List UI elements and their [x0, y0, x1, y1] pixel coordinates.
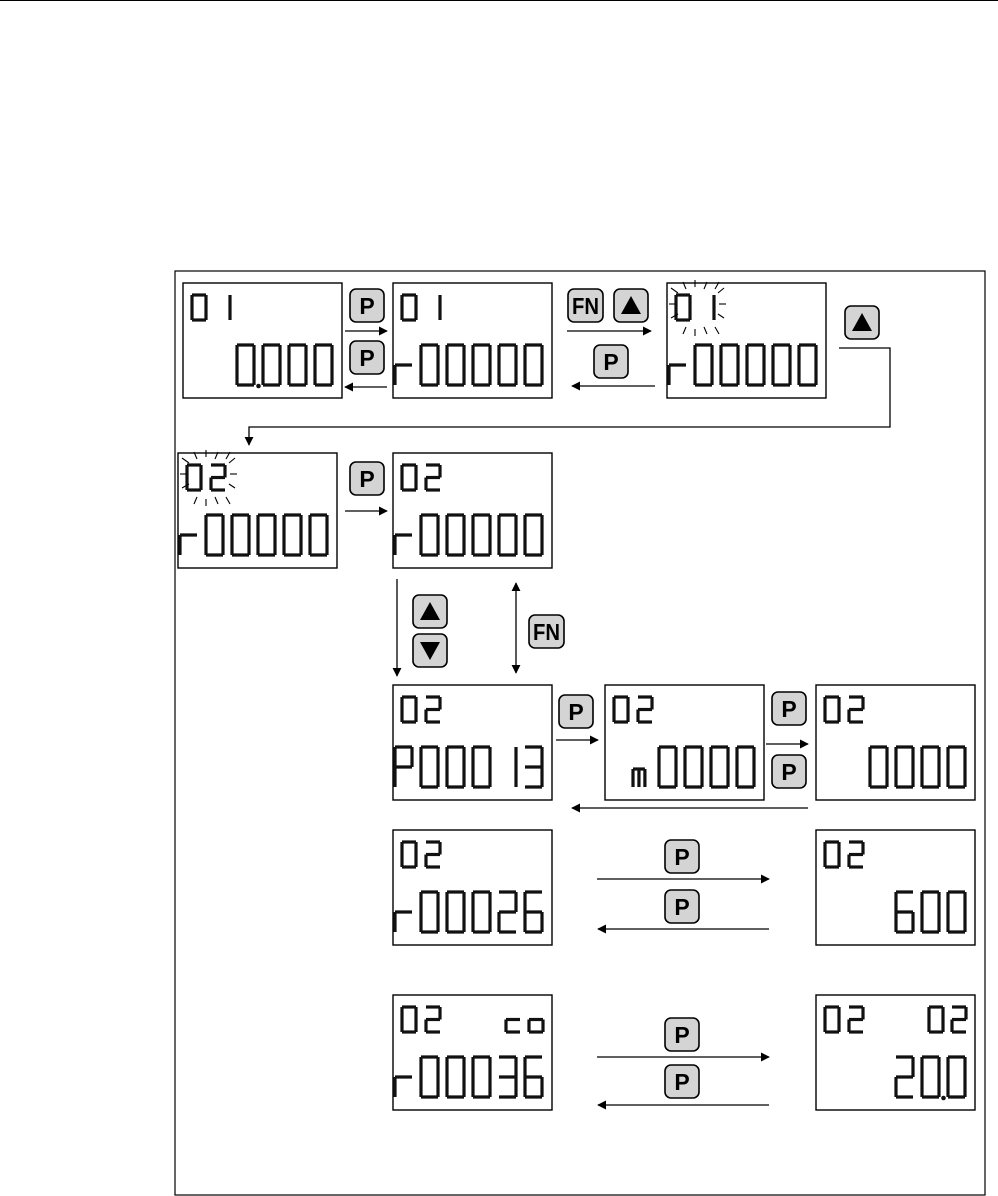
key-label: P: [674, 1069, 689, 1095]
key-label: P: [674, 894, 689, 920]
lcd-screen-s8: [816, 685, 975, 800]
down-arrow-key-icon: [413, 634, 447, 667]
lcd-screen-s12: [816, 995, 975, 1110]
p-key-icon: P: [594, 345, 628, 378]
lcd-screen-s6: [393, 685, 552, 800]
up-arrow-key-icon: [845, 306, 879, 339]
decimal-point: [256, 384, 261, 389]
p-key-icon: P: [559, 695, 593, 728]
key-label: P: [359, 466, 374, 492]
lcd-screen-s9: [393, 830, 552, 945]
fn-key-icon: FN: [568, 289, 603, 322]
key-label: P: [359, 293, 374, 319]
p-key-icon: P: [772, 692, 806, 725]
p-key-icon: P: [772, 755, 806, 788]
lcd-screen-s5: [393, 453, 552, 568]
p-key-icon: P: [665, 890, 699, 923]
p-key-icon: P: [665, 1065, 699, 1098]
lcd-screen-s7: [605, 685, 764, 800]
lcd-screen-s2: [393, 283, 552, 398]
fn-key-icon: FN: [529, 615, 564, 648]
key-label: P: [781, 696, 796, 722]
p-key-icon: P: [350, 341, 384, 374]
key-label: P: [674, 1022, 689, 1048]
p-key-icon: P: [350, 289, 384, 322]
key-label: FN: [533, 619, 560, 645]
p-key-icon: P: [350, 462, 384, 495]
decimal-point: [941, 1096, 946, 1101]
key-label: P: [568, 699, 583, 725]
up-arrow-key-icon: [413, 595, 447, 628]
key-label: P: [781, 759, 796, 785]
lcd-screen-s4: [178, 450, 337, 568]
lcd-screen-s11: [393, 995, 552, 1110]
lcd-screen-s3: [667, 280, 826, 398]
key-label: P: [674, 844, 689, 870]
key-label: FN: [572, 293, 599, 319]
lcd-screen-s1: [183, 283, 342, 398]
p-key-icon: P: [665, 840, 699, 873]
lcd-screen-s10: [816, 830, 975, 945]
key-label: P: [359, 345, 374, 371]
p-key-icon: P: [665, 1018, 699, 1051]
key-label: P: [603, 349, 618, 375]
up-arrow-key-icon: [614, 289, 648, 322]
